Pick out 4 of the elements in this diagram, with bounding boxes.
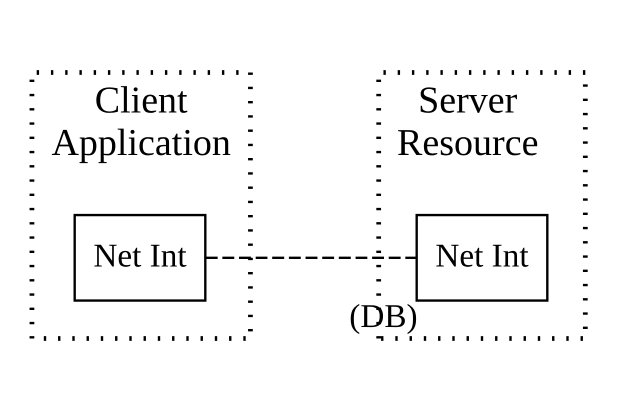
connector [206,256,416,259]
node-box: Net Int [416,214,548,302]
node-box: Net Int [74,214,206,302]
node-label: (DB) [349,298,418,336]
